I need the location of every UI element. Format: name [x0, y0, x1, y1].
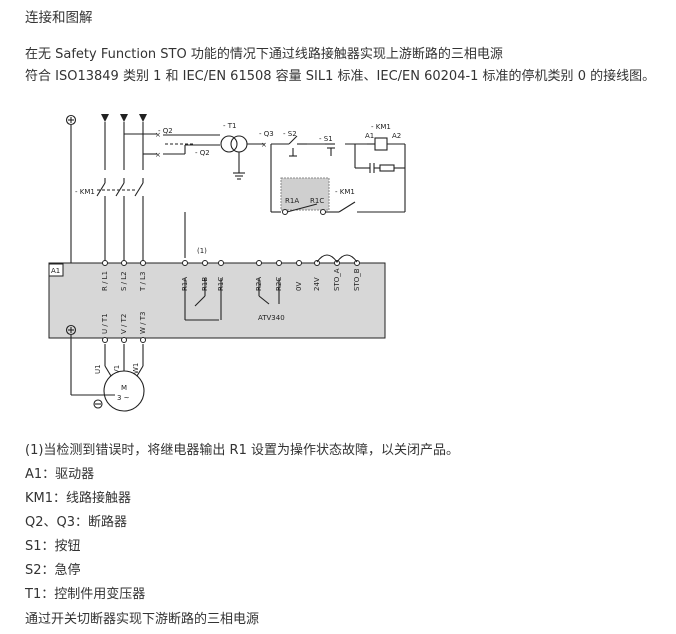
terminal-top-7 [276, 260, 282, 266]
terminal-bottom-1 [121, 337, 127, 343]
q2-lower-label: - Q2 [195, 149, 210, 157]
svg-text:×: × [261, 141, 267, 149]
svg-text:×: × [155, 151, 161, 159]
terminal-top-0 [102, 260, 108, 266]
wiring-diagram: A1 ATV340 - KM1 × × - Q2 - Q2 - T1 × - Q3… [48, 114, 406, 412]
note-mark: (1) [197, 247, 207, 255]
km1-main-label: - KM1 [75, 188, 95, 196]
terminal-label-top: 24V [313, 277, 321, 291]
legend-item: T1：控制件用变压器 [25, 587, 146, 602]
s1-label: - S1 [319, 135, 333, 143]
section-heading: 连接和图解 [25, 10, 93, 26]
terminal-top-4 [202, 260, 208, 266]
terminal-label-top: T / L3 [139, 272, 147, 292]
motor-lead-u1: U1 [94, 364, 102, 374]
km1-aux-label: - KM1 [335, 188, 355, 196]
drive-ref-label: A1 [51, 267, 60, 275]
t1-label: - T1 [223, 122, 236, 130]
legend-item: A1：驱动器 [25, 467, 95, 482]
intro-line-2: 符合 ISO13849 类别 1 和 IEC/EN 61508 容量 SIL1 … [25, 69, 656, 84]
terminal-top-11 [354, 260, 360, 266]
terminal-label-top: R / L1 [101, 271, 109, 291]
terminal-top-1 [121, 260, 127, 266]
motor-phase-label: 3 ~ [117, 394, 130, 402]
legend-item: KM1：线路接触器 [25, 491, 132, 506]
drive-body [48, 262, 386, 339]
terminal-top-10 [334, 260, 340, 266]
drive-model-label: ATV340 [258, 314, 285, 322]
coil-a2-label: A2 [392, 132, 401, 140]
terminal-label-top: STO_A [333, 268, 341, 291]
terminal-top-9 [314, 260, 320, 266]
km1-coil-label: - KM1 [371, 123, 391, 131]
terminal-top-6 [256, 260, 262, 266]
s2-label: - S2 [283, 130, 297, 138]
terminal-label-bottom: V / T2 [120, 314, 128, 334]
terminal-label-top: STO_B [353, 268, 361, 291]
terminal-bottom-2 [140, 337, 146, 343]
terminal-top-3 [182, 260, 188, 266]
terminal-top-8 [296, 260, 302, 266]
terminal-top-5 [218, 260, 224, 266]
q3-label: - Q3 [259, 130, 274, 138]
r1a-top-label: R1A [285, 197, 299, 205]
intro-line-1: 在无 Safety Function STO 功能的情况下通过线路接触器实现上游… [25, 47, 503, 62]
terminal-label-top: 0V [295, 282, 303, 291]
terminal-label-bottom: U / T1 [101, 313, 109, 334]
terminal-label-bottom: W / T3 [139, 312, 147, 334]
r1c-top-label: R1C [310, 197, 324, 205]
legend-item: S2：急停 [25, 563, 81, 578]
terminal-bottom-0 [102, 337, 108, 343]
r1-contact-box [280, 177, 330, 211]
footnote: (1)当检测到错误时，将继电器输出 R1 设置为操作状态故障，以关闭产品。 [25, 443, 459, 458]
footer-text: 通过开关切断器实现下游断路的三相电源 [25, 612, 260, 627]
legend-item: Q2、Q3：断路器 [25, 515, 128, 530]
motor-lead-v1: V1 [113, 365, 121, 374]
coil-a1-label: A1 [365, 132, 374, 140]
terminal-label-top: S / L2 [120, 271, 128, 291]
terminal-top-2 [140, 260, 146, 266]
q2-upper-label: - Q2 [158, 127, 173, 135]
motor-m-label: M [121, 384, 127, 392]
motor-lead-w1: W1 [132, 363, 140, 374]
svg-text:×: × [155, 131, 161, 139]
legend-item: S1：按钮 [25, 539, 81, 554]
